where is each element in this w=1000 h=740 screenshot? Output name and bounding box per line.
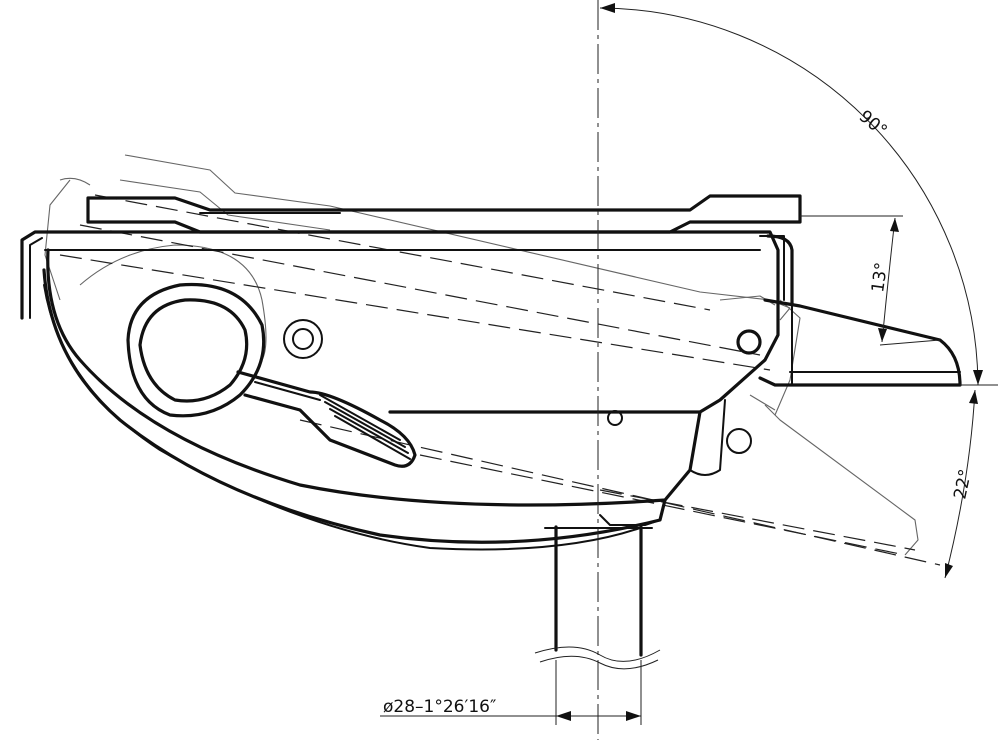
small-hole: [607, 410, 623, 426]
lower-rivet-circle: [726, 428, 752, 454]
arrowhead: [878, 328, 887, 342]
seat-plate: [86, 194, 802, 234]
extension-line: [879, 339, 941, 346]
pivot-outer-circle: [283, 319, 323, 359]
adjustment-handle: [126, 282, 417, 468]
arrowhead: [969, 390, 978, 404]
arrowhead: [626, 711, 641, 721]
tube-dimension: ø28–1°26′16″: [380, 697, 641, 721]
angle-label-90: 90°: [855, 107, 891, 142]
arrowhead: [556, 711, 571, 721]
pivot-inner-circle: [292, 328, 314, 350]
tube-dimension-label: ø28–1°26′16″: [383, 697, 496, 717]
arrowhead: [890, 218, 899, 232]
angle-dimension-22: 22°: [944, 384, 998, 579]
angle-label-13: 13°: [868, 261, 892, 294]
rivets: [283, 319, 762, 454]
arrowhead: [945, 563, 953, 578]
arrowhead: [600, 3, 615, 13]
tilted-position-outline: [44, 154, 919, 556]
housing-body: [20, 230, 794, 551]
angle-dimension-13: 13°: [800, 215, 941, 346]
release-lever: [758, 298, 962, 387]
rivet-circle: [736, 329, 762, 355]
dashed-motion-lines: [59, 194, 941, 566]
arrowhead: [973, 370, 983, 385]
angle-label-22: 22°: [950, 467, 976, 501]
